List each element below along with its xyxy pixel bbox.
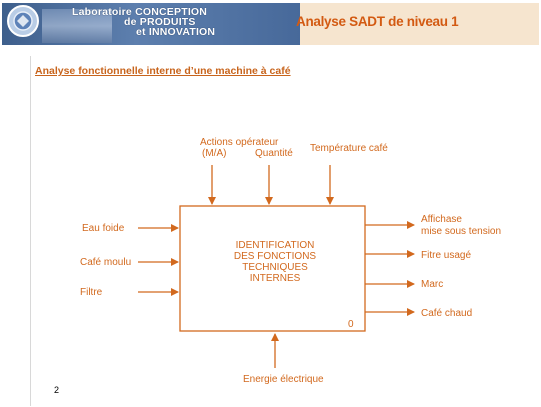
control-label-temperature: Température café <box>310 143 388 154</box>
output-label-cafe: Café chaud <box>421 308 473 319</box>
function-label-line-3: TECHNIQUES <box>242 262 308 273</box>
output-label-filtre: Fitre usagé <box>421 250 472 261</box>
output-label-affichage-line-1: Affichase <box>421 214 462 225</box>
content-frame <box>30 56 540 406</box>
title-banner <box>300 3 539 45</box>
input-label-eau: Eau foide <box>82 223 125 234</box>
subtitle: Analyse fonctionnelle interne d’une mach… <box>35 65 291 77</box>
page-title: Analyse SADT de niveau 1 <box>296 14 459 29</box>
mechanism-label: Energie électrique <box>243 374 324 385</box>
lab-name-line-1: Laboratoire CONCEPTION <box>72 6 208 18</box>
input-label-filtre: Filtre <box>80 287 103 298</box>
banner-photo <box>42 9 112 43</box>
function-label-line-1: IDENTIFICATION <box>235 240 315 251</box>
lab-banner <box>2 3 300 45</box>
page-number: 2 <box>54 385 60 395</box>
control-label-actions-line-2: (M/A) <box>202 148 227 159</box>
lab-logo-icon <box>7 5 39 37</box>
input-label-cafe: Café moulu <box>80 257 132 268</box>
control-label-quantite: Quantité <box>255 148 293 159</box>
lab-name-line-3: et INNOVATION <box>136 26 216 38</box>
control-label-actions-line-1: Actions opérateur <box>200 137 279 148</box>
function-label: IDENTIFICATION DES FONCTIONS TECHNIQUES … <box>182 240 368 284</box>
output-label-marc: Marc <box>421 279 444 290</box>
box-number: 0 <box>348 319 354 330</box>
function-box <box>179 205 366 332</box>
function-label-line-2: DES FONCTIONS <box>233 251 317 262</box>
function-label-line-4: INTERNES <box>249 273 301 284</box>
lab-name-line-2: de PRODUITS <box>124 16 196 28</box>
output-label-affichage-line-2: mise sous tension <box>421 226 502 237</box>
